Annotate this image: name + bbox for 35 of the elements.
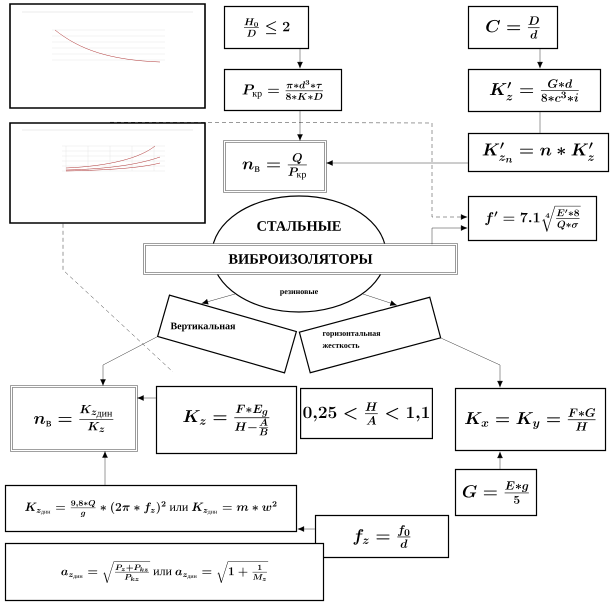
title-band: ВИБРОИЗОЛЯТОРЫ	[143, 243, 458, 275]
formula-box: $K_z = \frac{F * E_g}{H - \frac{A}{B}}$	[156, 386, 298, 454]
formula-box: $n_{\text{в}} = \frac{K_{z_{\text{дин}}}}{K_z}$	[10, 385, 138, 452]
arrow	[298, 526, 316, 532]
formula-box: $a_{z_{\text{дин}}} = \sqrt{\frac{P_z + P_{kz}}{P_{kz}}} \text{ или } a_{z_{\text{дин}}} = \sqrt{1 + \frac{1}{M_z}}$	[4, 542, 324, 602]
formula-box: $G = \frac{E * g}{5}$	[454, 468, 538, 516]
arrow	[102, 451, 108, 486]
ellipse-label: резиновые	[280, 290, 318, 296]
arrow	[441, 338, 503, 388]
arrow	[100, 336, 158, 386]
arrow	[497, 452, 503, 470]
formula-box: $f_z = \frac{f_0}{d}$	[314, 514, 450, 558]
arrow	[297, 48, 303, 68]
arrow	[297, 110, 303, 141]
formula-box: $K_{z_{\text{дин}}} = \frac{9{,}8 * Q}{g} * (2\pi * f_z)^2 \text{ или } K_{z_{\text{дин}}} = m * w^2$	[4, 484, 298, 532]
ellipse-label: СТАЛЬНЫЕ	[257, 221, 341, 231]
formula-box: $\frac{H_0}{D}\leq 2$	[224, 6, 310, 50]
tilted-box: горизонтальная жесткость	[298, 296, 442, 374]
arrow	[110, 122, 468, 220]
arrow	[137, 395, 156, 401]
formula-box: $P_{\text{кр}} = \frac{\pi * d^3 * \tau}{8 * K * D}$	[224, 68, 342, 112]
formula-box: $n_{\text{в}} = \frac{Q}{P_{\text{кр}}}$	[223, 140, 327, 193]
formula-box: $K'_z = \frac{G * d}{8 * c^3 * i}$	[468, 68, 602, 112]
formula-box: $K_x = K_y = \frac{F * G}{H}$	[454, 388, 606, 452]
arrow	[537, 48, 543, 68]
picture-frame	[9, 3, 206, 109]
arrow	[432, 225, 468, 244]
formula-box: $0{,}25 < \frac{H}{A} < 1{,}1$	[300, 388, 434, 440]
arrow	[202, 294, 236, 304]
arrow	[362, 294, 397, 306]
formula-box: $f' = 7.1\sqrt[4]{\frac{E' * 8}{Q * \sigma}}$	[468, 196, 598, 242]
formula-box: $C = \frac{D}{d}$	[468, 6, 558, 50]
formula-box: $K'_{z_n} = n * K'_z$	[468, 132, 610, 172]
arrow	[326, 160, 468, 166]
picture-frame	[9, 122, 206, 224]
